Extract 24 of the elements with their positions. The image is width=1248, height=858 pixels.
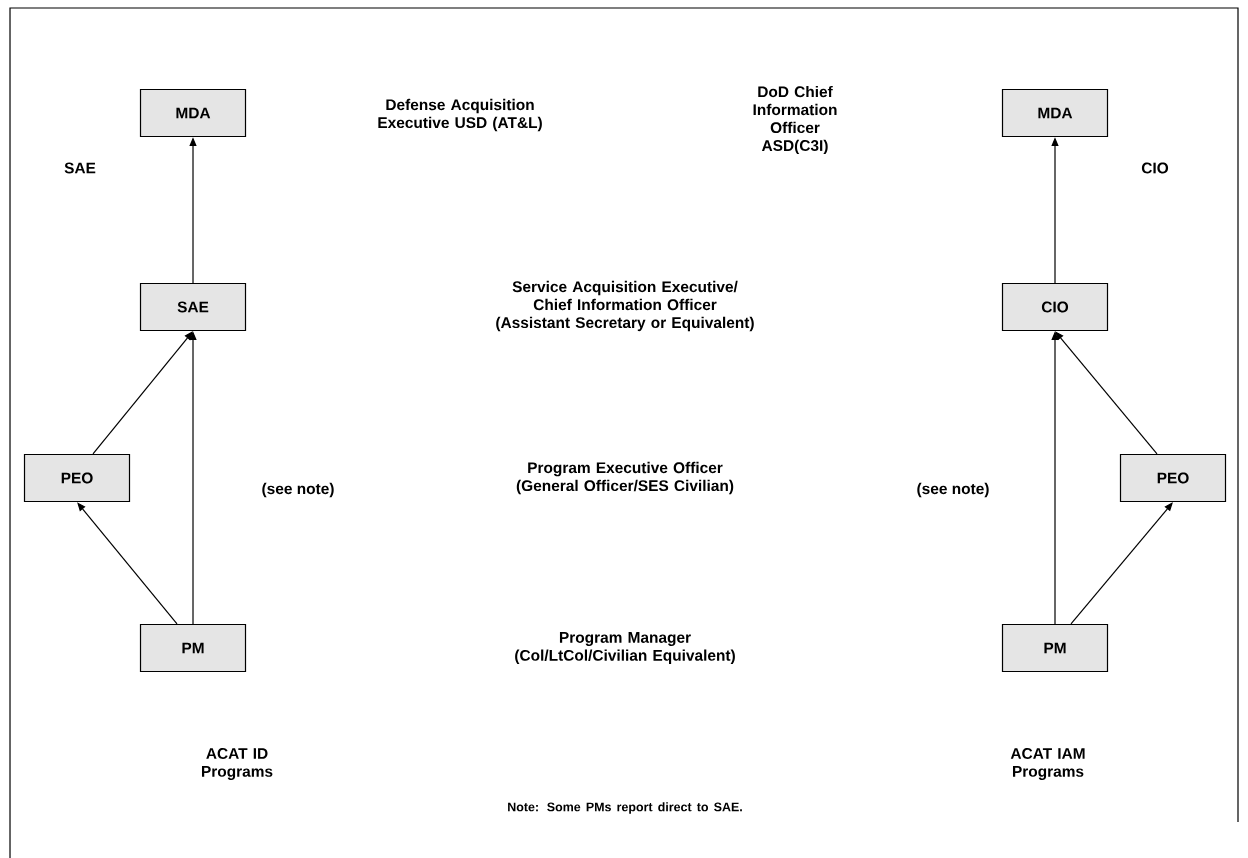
role-box: MDA xyxy=(139,88,247,138)
title-text: DoD Chief Information Officer ASD(C3I) xyxy=(753,85,837,155)
title-text: Defense Acquisition Executive USD (AT&L) xyxy=(378,98,542,132)
arrow xyxy=(1055,331,1158,455)
arrow xyxy=(1070,502,1173,625)
program-label: ACAT IAM Programs xyxy=(1010,748,1085,780)
edge-label: (see note) xyxy=(915,481,991,499)
arrow xyxy=(92,331,193,455)
role-box: MDA xyxy=(1001,88,1109,138)
role-box: CIO xyxy=(1001,282,1109,332)
role-box: SAE xyxy=(139,282,247,332)
role-box: PM xyxy=(1001,623,1109,673)
level-text: Program Manager (Col/LtCol/Civilian Equivalent) xyxy=(515,632,735,664)
program-label: ACAT ID Programs xyxy=(202,748,273,780)
side-label: CIO xyxy=(1141,162,1169,174)
side-label: SAE xyxy=(64,162,96,174)
arrow xyxy=(77,502,178,625)
role-box: PM xyxy=(139,623,247,673)
level-text: Service Acquisition Executive/ Chief Information Officer (Assistant Secretary or Equivalent) xyxy=(496,280,754,332)
role-box: PEO xyxy=(1119,453,1227,503)
note-text: Note: Some PMs report direct to SAE. xyxy=(508,802,742,814)
level-text: Program Executive Officer (General Officer/SES Civilian) xyxy=(516,461,734,495)
edge-label: (see note) xyxy=(260,481,336,499)
role-box: PEO xyxy=(23,453,131,503)
